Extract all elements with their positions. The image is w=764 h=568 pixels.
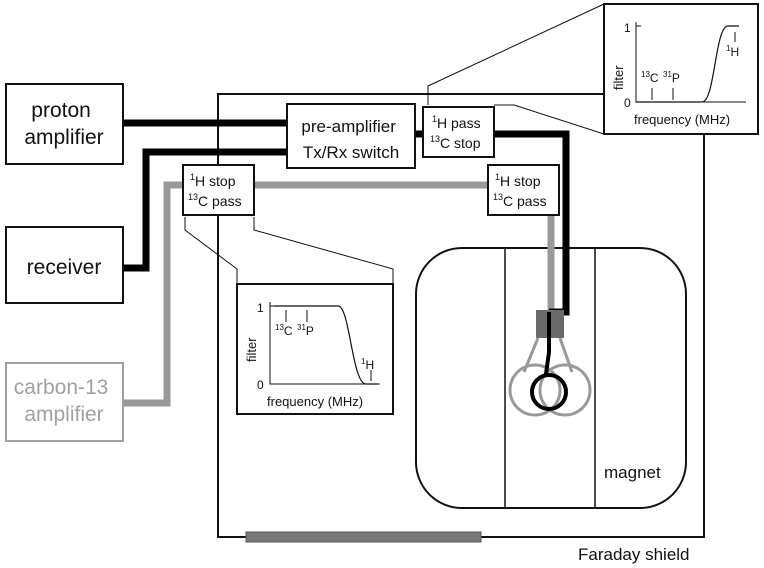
inset-highpass-ytick-top: 1	[624, 21, 631, 35]
proton-amplifier-line2: amplifier	[24, 126, 103, 149]
inset-highpass-ylabel: filter	[611, 65, 626, 90]
inset-highpass-ytick-bottom: 0	[624, 96, 631, 110]
carbon-path-left	[124, 181, 186, 407]
inset-highpass-curve	[636, 25, 739, 103]
faraday-shield-label: Faraday shield	[578, 545, 690, 564]
carbon-coil-right	[538, 363, 592, 417]
callout-highpass-right	[494, 104, 605, 135]
inset-lowpass-ytick-top: 1	[257, 301, 264, 315]
svg-text:pre-amplifier Tx/Rx switch: pre-amplifier Tx/Rx switch	[301, 117, 400, 162]
magnet-label: magnet	[604, 463, 661, 482]
filter-1h-pass-line2: 13C stop	[430, 134, 481, 151]
receiver-label: receiver	[27, 256, 102, 279]
inset-highpass-label-31p: 31P	[663, 70, 680, 85]
filter-1h-pass-box	[422, 106, 495, 158]
proton-path-receiver	[124, 148, 287, 272]
filter-1h-pass-line1: 1H pass	[432, 114, 481, 131]
filter-1h-stop-left-line2: 13C pass	[188, 192, 242, 209]
inset-highpass-label-13c: 13C	[641, 70, 659, 85]
carbon-amplifier-line1: carbon-13	[14, 376, 109, 399]
inset-lowpass-axes	[269, 302, 380, 385]
svg-text:proton amplifier: proton amplifier	[24, 99, 103, 149]
filter-1h-stop-right-line2: 13C pass	[493, 192, 547, 209]
svg-text:carbon-13 amplifier: carbon-13 amplifier	[14, 376, 114, 426]
proton-amplifier-line1: proton	[31, 99, 91, 122]
preamp-box	[286, 103, 416, 169]
preamp-line2: Tx/Rx switch	[303, 143, 399, 162]
inset-lowpass: 1 0 filter frequency (MHz) 13C 31P 1H	[236, 283, 394, 415]
filter-1h-stop-left-line1: 1H stop	[190, 172, 236, 189]
carbon-amplifier-box	[5, 362, 124, 442]
inset-lowpass-ytick-bottom: 0	[257, 378, 264, 392]
inset-lowpass-ylabel: filter	[244, 337, 259, 362]
callout-lowpass-left	[184, 217, 238, 284]
inset-highpass-label-1h: 1H	[726, 44, 739, 59]
inset-lowpass-label-31p: 31P	[297, 323, 314, 338]
inset-lowpass-curve	[274, 305, 378, 385]
inset-lowpass-xlabel: frequency (MHz)	[267, 394, 363, 409]
carbon-coil-left	[508, 363, 562, 417]
inset-highpass-xlabel: frequency (MHz)	[634, 112, 730, 127]
callout-lowpass-right	[253, 217, 394, 284]
preamp-line1: pre-amplifier	[301, 117, 396, 136]
inset-highpass: 1 0 filter frequency (MHz) 13C 31P 1H	[603, 3, 759, 135]
filter-1h-stop-left-box	[182, 164, 255, 216]
filter-1h-stop-right-line1: 1H stop	[495, 172, 541, 189]
inset-lowpass-label-1h: 1H	[361, 357, 374, 372]
filter-1h-stop-right-box	[487, 164, 560, 216]
callout-highpass-left	[427, 3, 605, 105]
inset-lowpass-label-13c: 13C	[275, 323, 293, 338]
proton-coil	[530, 373, 568, 411]
proton-amplifier-box	[5, 83, 124, 165]
receiver-box	[5, 226, 124, 304]
proton-coil-lead	[544, 312, 551, 375]
shield-bar	[245, 531, 482, 543]
carbon-amplifier-line2: amplifier	[24, 403, 103, 426]
